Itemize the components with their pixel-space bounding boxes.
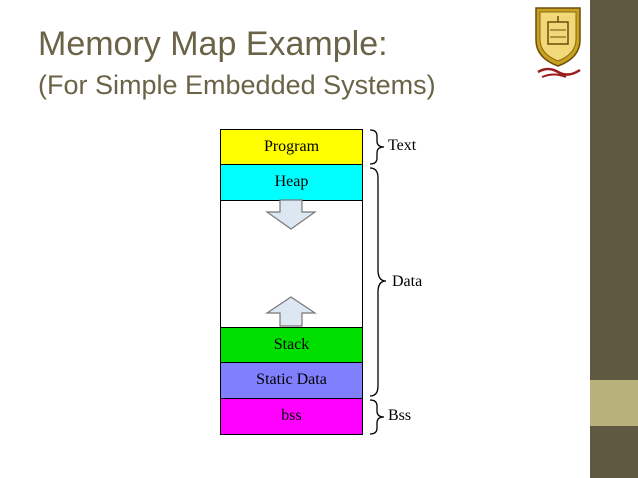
university-logo [535, 7, 581, 78]
segment-bss: bss [221, 399, 362, 434]
brace-bss [369, 399, 385, 435]
region-label-data: Data [392, 273, 423, 290]
brace-data [369, 167, 387, 397]
down-arrow-icon [265, 199, 317, 230]
segment-stack: Stack [221, 327, 362, 363]
slide-subtitle: (For Simple Embedded Systems) [38, 70, 436, 100]
segment-heap: Heap [221, 165, 362, 201]
region-label-text: Text [388, 137, 417, 154]
up-arrow-icon [265, 296, 317, 327]
segment-program: Program [221, 130, 362, 165]
side-bar-accent [590, 380, 638, 426]
brace-text [369, 129, 385, 165]
segment-static-data: Static Data [221, 363, 362, 399]
region-label-bss: Bss [388, 407, 412, 424]
memory-map: Program Heap Stack Static Data bss [220, 129, 363, 435]
slide-title: Memory Map Example: [38, 25, 388, 63]
